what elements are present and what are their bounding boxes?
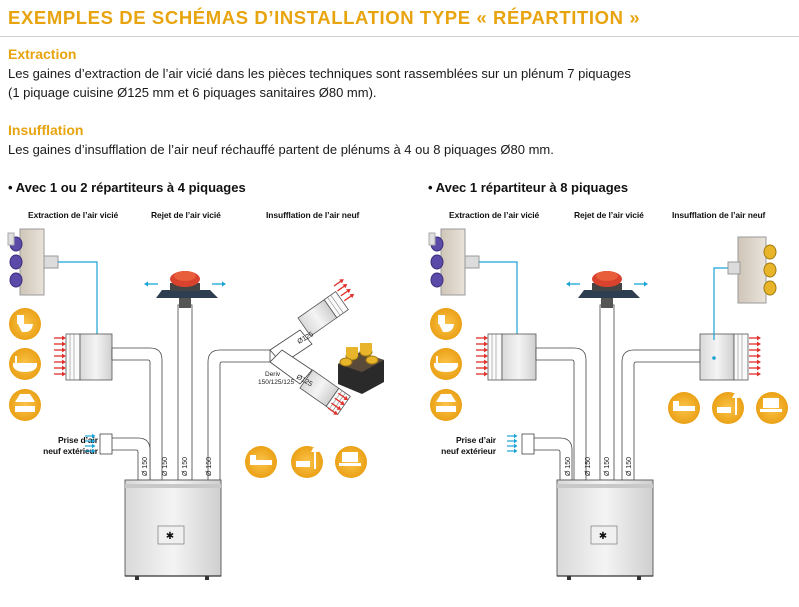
- bed-icon: [668, 392, 700, 424]
- right-duct-label-4: Ø 150: [626, 457, 633, 476]
- toilet-icon: [430, 308, 462, 340]
- right-callout-line-extraction: [479, 261, 518, 340]
- right-roof-exhaust: [566, 271, 648, 308]
- bed-icon: [245, 446, 277, 478]
- toilet-icon: [9, 308, 41, 340]
- right-label-extraction: Extraction de l’air vicié: [449, 210, 540, 220]
- laptop-desk-icon: [756, 392, 788, 424]
- right-extraction-plenum: [428, 228, 480, 296]
- left-label-prise-1: Prise d’air: [57, 435, 98, 445]
- right-callout-line-insufflation: [713, 267, 730, 340]
- left-extraction-plenum: [7, 228, 59, 296]
- left-duct-label-2: Ø 150: [162, 457, 169, 476]
- left-ducts: [99, 304, 271, 481]
- left-y-splitter: Ø125 Ø125 Deriv 150/125/125: [258, 276, 357, 418]
- svg-text:✱: ✱: [599, 531, 607, 542]
- right-extraction-manifold: [475, 333, 537, 381]
- left-extraction-manifold: [53, 333, 113, 381]
- left-insufflation-plenum: [338, 343, 384, 394]
- title-divider: [0, 36, 799, 37]
- right-label-insufflation: Insufflation de l’air neuf: [672, 210, 766, 220]
- extraction-text-line1: Les gaines d’extraction de l’air vicié d…: [8, 66, 631, 81]
- left-callout-line-extraction: [58, 261, 98, 340]
- kitchen-hood-icon: [430, 389, 462, 421]
- right-air-inlet-arrows: [506, 433, 519, 454]
- left-label-prise-2: neuf extérieur: [43, 446, 98, 456]
- right-duct-label-2: Ø 150: [585, 457, 592, 476]
- extraction-text-line2: (1 piquage cuisine Ø125 mm et 6 piquages…: [8, 85, 377, 100]
- laptop-desk-icon: [335, 446, 367, 478]
- right-label-prise-2: neuf extérieur: [441, 446, 496, 456]
- right-insufflation-distributor: [699, 333, 762, 381]
- page-title: EXEMPLES DE SCHÉMAS D’INSTALLATION TYPE …: [8, 7, 641, 28]
- sofa-lamp-icon: [291, 446, 323, 478]
- bathtub-icon: [430, 348, 462, 380]
- right-label-prise-1: Prise d’air: [455, 435, 496, 445]
- left-duct-label-4: Ø 150: [206, 457, 213, 476]
- svg-text:✱: ✱: [166, 531, 174, 542]
- left-air-inlet-arrows: [84, 433, 97, 454]
- right-diagram: ✱ Ø 150 Ø 150 Ø 150 Ø 150: [428, 228, 788, 580]
- left-diagram-heading: • Avec 1 ou 2 répartiteurs à 4 piquages: [8, 180, 246, 195]
- insufflation-text-line1: Les gaines d’insufflation de l’air neuf …: [8, 142, 554, 157]
- right-duct-label-3: Ø 150: [604, 457, 611, 476]
- bathtub-icon: [9, 348, 41, 380]
- left-label-rejet: Rejet de l’air vicié: [151, 210, 221, 220]
- right-label-rejet: Rejet de l’air vicié: [574, 210, 644, 220]
- left-diagram: Ø125 Ø125 Deriv 150/125/125: [7, 228, 384, 580]
- insufflation-heading: Insufflation: [8, 122, 84, 138]
- extraction-heading: Extraction: [8, 46, 77, 62]
- right-insufflation-plenum: [727, 236, 777, 304]
- left-roof-exhaust: [144, 271, 226, 308]
- kitchen-hood-icon: [9, 389, 41, 421]
- sofa-lamp-icon: [712, 392, 744, 424]
- right-duct-label-1: Ø 150: [565, 457, 572, 476]
- left-deriv-label-1: Deriv: [265, 371, 281, 378]
- left-duct-label-3: Ø 150: [182, 457, 189, 476]
- left-label-insufflation: Insufflation de l’air neuf: [266, 210, 360, 220]
- left-label-extraction: Extraction de l’air vicié: [28, 210, 119, 220]
- left-duct-label-1: Ø 150: [142, 457, 149, 476]
- right-ducts: [521, 304, 701, 481]
- right-diagram-heading: • Avec 1 répartiteur à 8 piquages: [428, 180, 629, 195]
- left-deriv-label-2: 150/125/125: [258, 379, 295, 386]
- left-vmc-unit: ✱: [124, 479, 222, 580]
- right-vmc-unit: ✱: [556, 479, 654, 580]
